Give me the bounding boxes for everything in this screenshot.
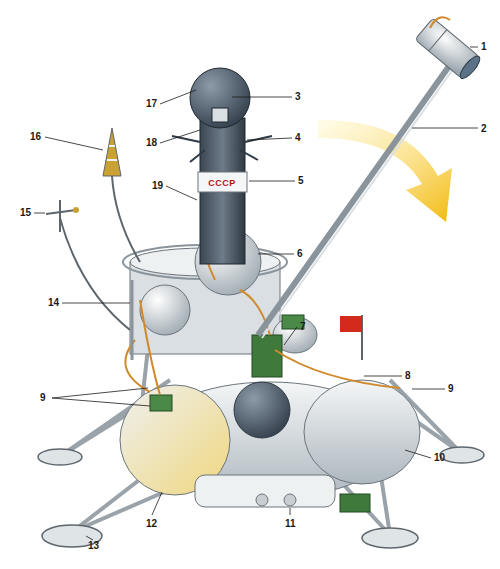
callout-number: 12	[146, 518, 157, 530]
callout-number: 1	[481, 41, 487, 53]
callout-number: 3	[295, 91, 301, 103]
callout-number: 18	[146, 137, 157, 149]
callout-number: 9	[40, 392, 46, 404]
body-marking: СССР	[208, 177, 236, 189]
callout-number: 13	[88, 540, 99, 552]
callout-number: 11	[285, 518, 296, 530]
callout-number: 2	[481, 123, 487, 135]
callout-number: 10	[434, 452, 445, 464]
callout-number: 15	[20, 207, 31, 219]
callout-number: 16	[30, 131, 41, 143]
callout-number: 19	[152, 180, 163, 192]
callout-number: 4	[295, 132, 301, 144]
callout-number: 6	[297, 248, 303, 260]
callout-number: 7	[300, 321, 306, 333]
callout-number: 8	[405, 370, 411, 382]
callout-number: 9	[448, 383, 454, 395]
callout-number: 17	[146, 98, 157, 110]
callout-number: 5	[298, 175, 304, 187]
callout-number: 14	[48, 297, 59, 309]
